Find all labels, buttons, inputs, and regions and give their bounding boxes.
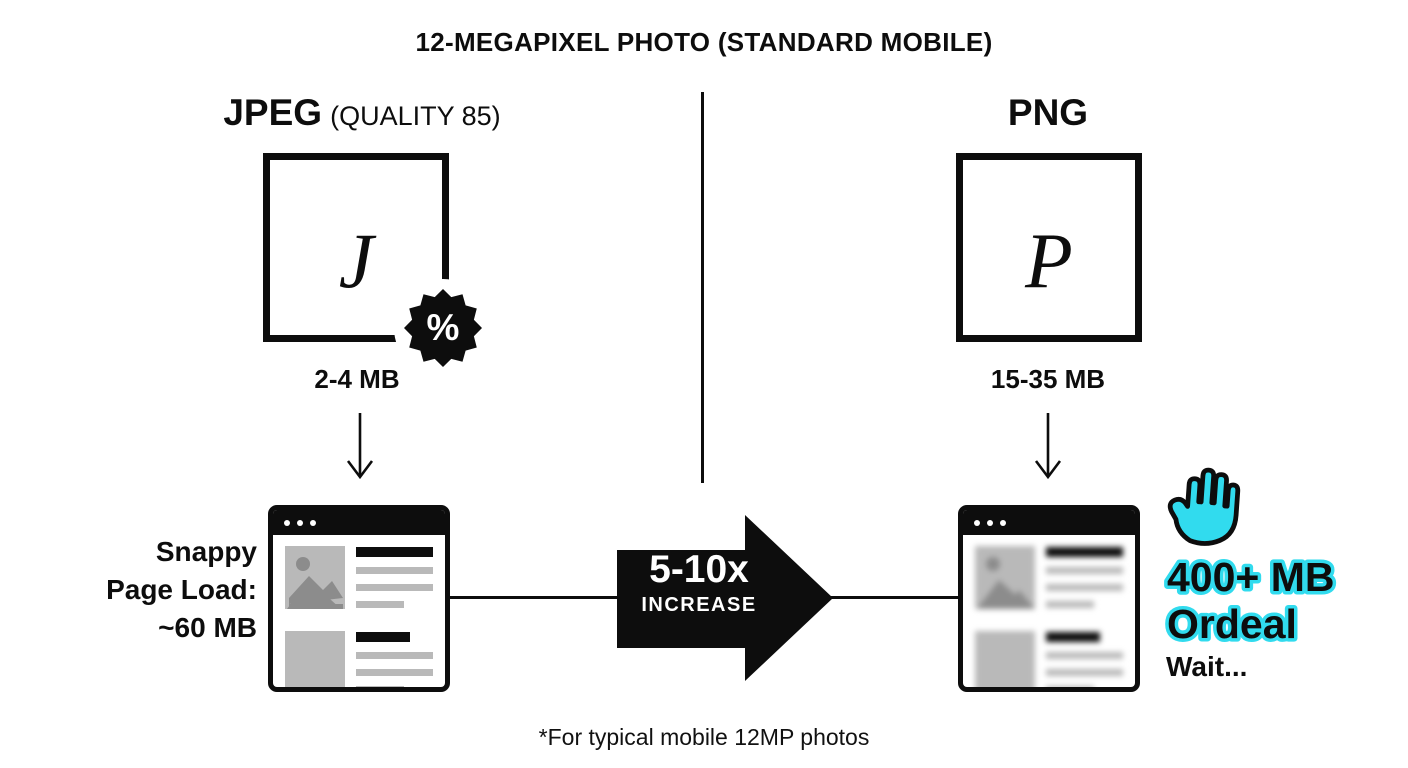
text-bar — [1046, 601, 1094, 608]
increase-arrow-text: 5-10x INCREASE — [617, 548, 781, 618]
percent-badge-symbol: % — [426, 307, 460, 348]
window-dot-icon — [987, 519, 993, 526]
window-dot-icon — [284, 519, 290, 526]
connector-line-left — [450, 596, 618, 599]
browser-content-blurred — [963, 535, 1135, 687]
text-bar — [356, 686, 404, 687]
headline-bar — [356, 632, 410, 642]
png-heading: PNG — [888, 92, 1208, 134]
browser-content — [273, 535, 445, 687]
browser-titlebar — [273, 510, 445, 535]
jpeg-result-line2: Page Load: — [106, 574, 257, 605]
jpeg-result-line3: ~60 MB — [158, 612, 257, 643]
png-result-word: Ordeal — [1167, 601, 1297, 647]
text-lines — [1046, 546, 1123, 618]
browser-titlebar — [963, 510, 1135, 535]
jpeg-heading-qualifier: (QUALITY 85) — [330, 101, 501, 131]
content-row — [285, 546, 433, 618]
page-title: 12-MEGAPIXEL PHOTO (STANDARD MOBILE) — [415, 27, 993, 57]
down-arrow-left-icon — [346, 413, 374, 480]
text-bar — [356, 669, 433, 676]
text-bar — [1046, 652, 1123, 659]
text-bar — [1046, 686, 1094, 687]
png-file-letter: P — [1025, 216, 1073, 304]
text-lines — [356, 546, 433, 618]
stop-hand-icon — [1167, 467, 1241, 546]
increase-label: INCREASE — [641, 593, 757, 616]
browser-window-jpeg — [268, 505, 450, 692]
headline-bar — [1046, 547, 1123, 557]
content-row — [285, 631, 433, 687]
png-file-square: P — [956, 153, 1142, 342]
increase-arrow-icon — [617, 515, 833, 681]
connector-line-right — [831, 596, 958, 599]
window-dot-icon — [310, 519, 316, 526]
window-dot-icon — [1000, 519, 1006, 526]
png-result-title: 400+ MB — [1167, 554, 1335, 600]
text-bar — [356, 567, 433, 574]
browser-window-png — [958, 505, 1140, 692]
window-dot-icon — [297, 519, 303, 526]
image-placeholder — [285, 631, 345, 687]
jpeg-heading-name: JPEG — [223, 92, 323, 133]
increase-value: 5-10x — [649, 548, 749, 591]
headline-bar — [356, 547, 433, 557]
down-arrow-right-icon — [1034, 413, 1062, 480]
text-bar — [1046, 669, 1123, 676]
image-placeholder — [975, 631, 1035, 687]
text-bar — [1046, 567, 1123, 574]
window-dot-icon — [974, 519, 980, 526]
jpeg-result-line1: Snappy — [155, 536, 257, 567]
text-bar — [356, 601, 404, 608]
jpeg-heading: JPEG(QUALITY 85) — [202, 92, 522, 134]
content-row — [975, 546, 1123, 618]
image-placeholder-icon — [975, 546, 1035, 609]
image-placeholder-icon — [285, 546, 345, 609]
text-bar — [1046, 584, 1123, 591]
jpeg-file-square: J — [263, 153, 449, 342]
png-result-text: 400+ MB Ordeal — [1164, 551, 1339, 651]
center-divider-line — [701, 92, 704, 483]
jpeg-file-letter: J — [338, 216, 374, 304]
png-heading-name: PNG — [1007, 92, 1089, 133]
text-bar — [356, 584, 433, 591]
footnote: *For typical mobile 12MP photos — [538, 724, 870, 750]
text-lines — [356, 631, 433, 687]
png-result-caption: Wait... — [1166, 651, 1248, 682]
jpeg-size-label: 2-4 MB — [314, 364, 400, 394]
headline-bar — [1046, 632, 1100, 642]
text-lines — [1046, 631, 1123, 687]
content-row — [975, 631, 1123, 687]
text-bar — [356, 652, 433, 659]
png-size-label: 15-35 MB — [990, 364, 1106, 394]
jpeg-result-label: Snappy Page Load: ~60 MB — [30, 533, 257, 647]
